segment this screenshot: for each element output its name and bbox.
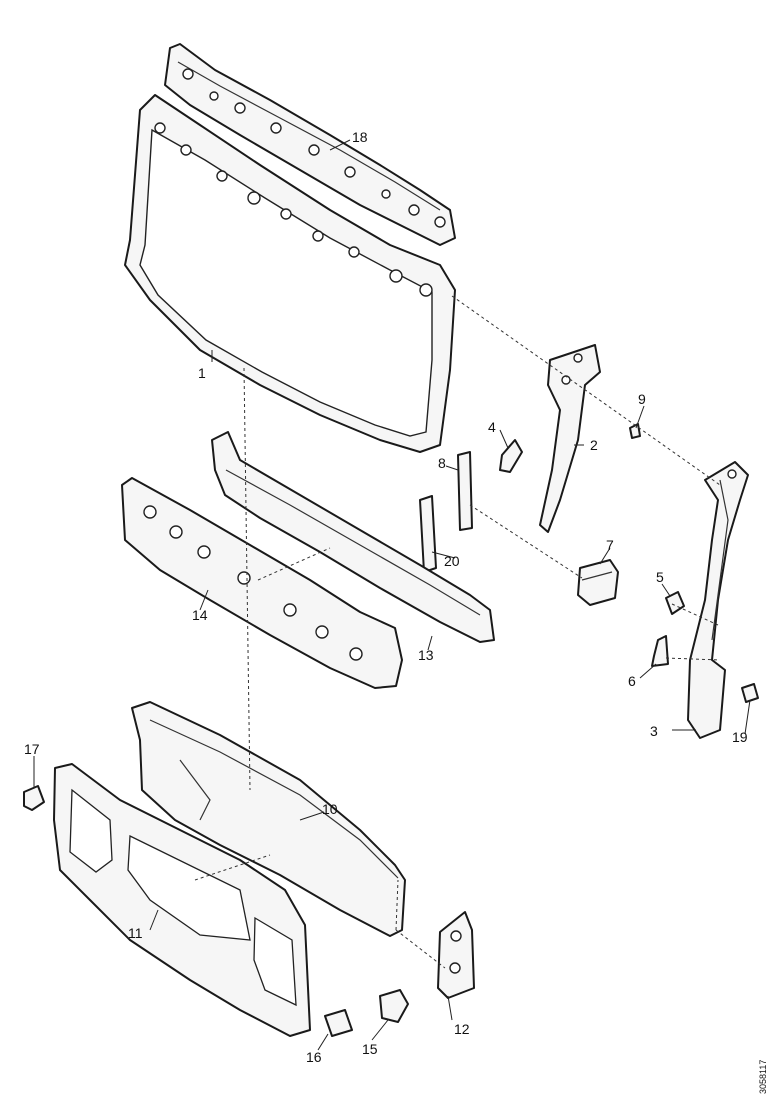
callout-18: 18 [352, 129, 368, 145]
part-3-pillar-lower [687, 461, 749, 739]
part-17-clip [23, 785, 45, 811]
part-6-bracket [651, 635, 669, 667]
part-19-clip [741, 683, 759, 703]
callout-5: 5 [656, 569, 664, 585]
callout-4: 4 [488, 419, 496, 435]
callout-12: 12 [454, 1021, 470, 1037]
part-11-front-panel [53, 763, 311, 1037]
callout-20: 20 [444, 553, 460, 569]
callout-3: 3 [650, 723, 658, 739]
callout-15: 15 [362, 1041, 378, 1057]
callout-19: 19 [732, 729, 748, 745]
part-10-dash-panel [131, 701, 406, 937]
callout-6: 6 [628, 673, 636, 689]
callout-10: 10 [322, 801, 338, 817]
part-12-bracket [437, 911, 475, 999]
callout-11: 11 [128, 925, 143, 941]
callout-17: 17 [24, 741, 40, 757]
reference-code: 3058117 [758, 1060, 768, 1094]
part-5-clip [665, 591, 685, 615]
part-15-bracket [379, 989, 409, 1023]
part-2-a-pillar-upper [539, 344, 601, 533]
callout-2: 2 [590, 437, 598, 453]
part-20-strip [419, 495, 437, 573]
part-8-strip [457, 451, 473, 531]
callout-14: 14 [192, 607, 208, 623]
assembly-lines [194, 295, 721, 969]
callout-leaders [33, 139, 751, 1051]
callout-1: 1 [198, 365, 206, 381]
callout-7: 7 [606, 537, 614, 553]
part-16-plate [324, 1009, 353, 1037]
callout-9: 9 [638, 391, 646, 407]
part-4-bracket [499, 439, 523, 473]
callout-8: 8 [438, 455, 446, 471]
part-9-clip [629, 423, 641, 439]
part-13-cross-member [211, 431, 495, 643]
part-18-roof-rail [164, 43, 456, 246]
part-14-cowl-panel [121, 477, 403, 689]
part-1-windshield-frame [124, 94, 456, 453]
callout-13: 13 [418, 647, 434, 663]
callout-16: 16 [306, 1049, 322, 1065]
part-7-block [577, 559, 619, 606]
